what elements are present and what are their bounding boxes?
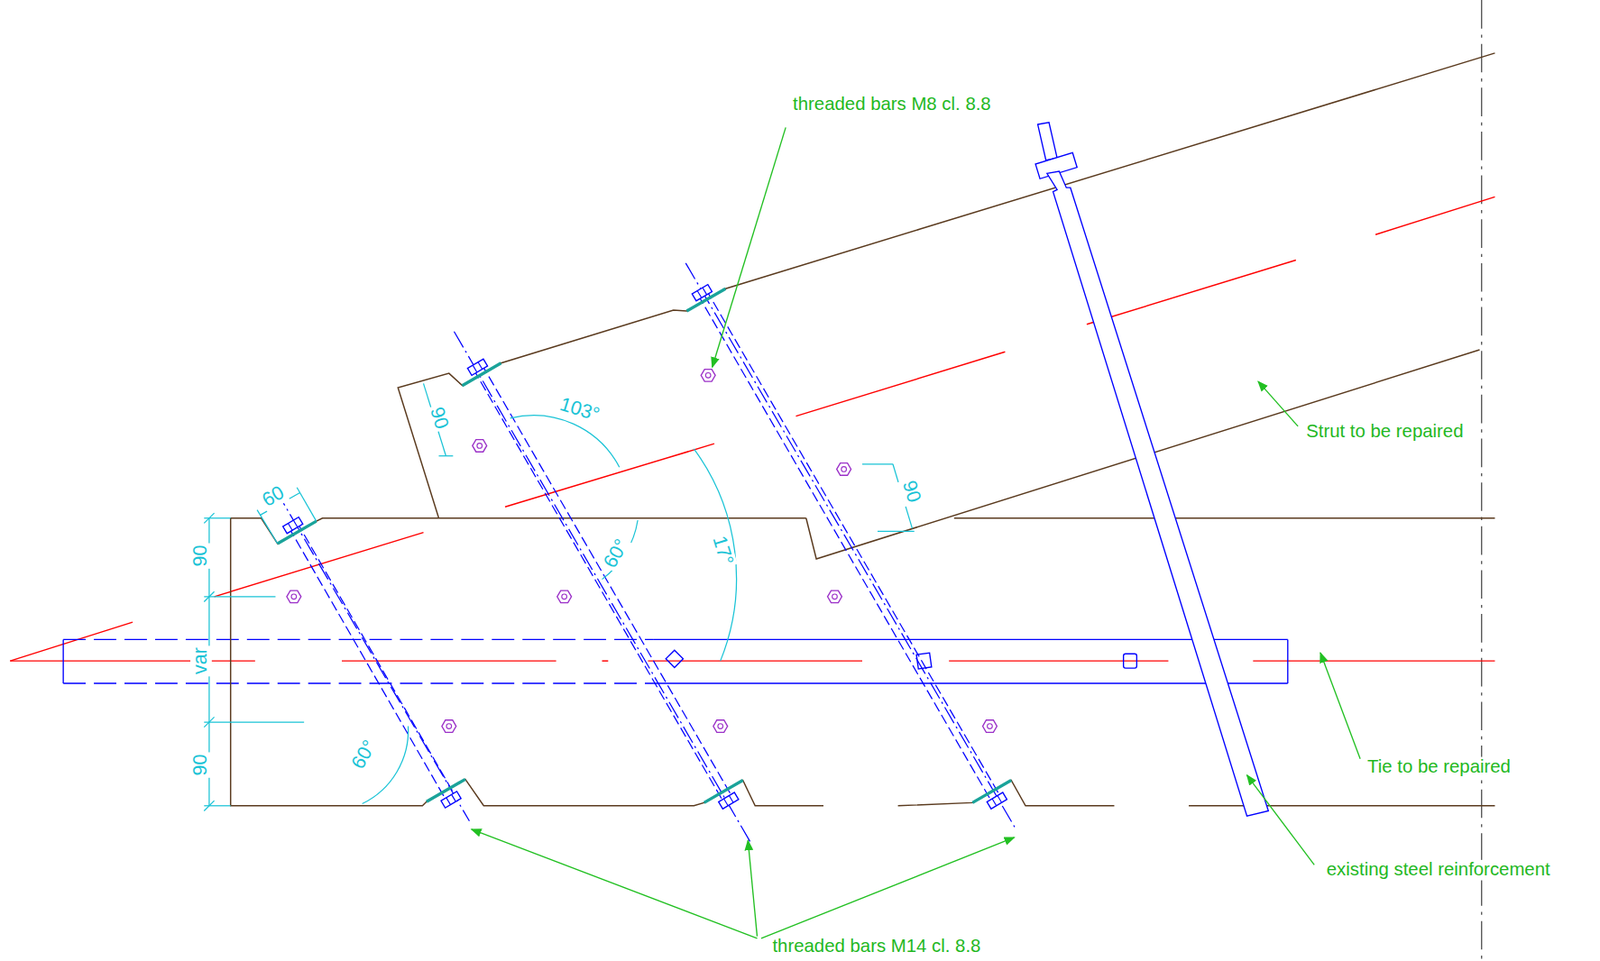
dimension-label: 90 xyxy=(424,403,453,434)
dimension-label: 90 xyxy=(190,542,212,569)
angle-label: 60° xyxy=(346,735,382,775)
callout-label: existing steel reinforcement xyxy=(1324,860,1553,881)
dimension-label: 60 xyxy=(257,481,290,514)
dimension-label: 90 xyxy=(897,476,926,507)
angle-label: 103° xyxy=(555,393,605,427)
callout-label: Tie to be repaired xyxy=(1365,757,1513,778)
callout-label: threaded bars M8 cl. 8.8 xyxy=(790,94,994,115)
dimension-label: 90 xyxy=(190,752,212,778)
callout-label: Strut to be repaired xyxy=(1304,422,1466,443)
angle-label: 60° xyxy=(598,533,635,574)
callout-label: threaded bars M14 cl. 8.8 xyxy=(770,937,983,957)
dimension-label: var xyxy=(190,645,212,677)
